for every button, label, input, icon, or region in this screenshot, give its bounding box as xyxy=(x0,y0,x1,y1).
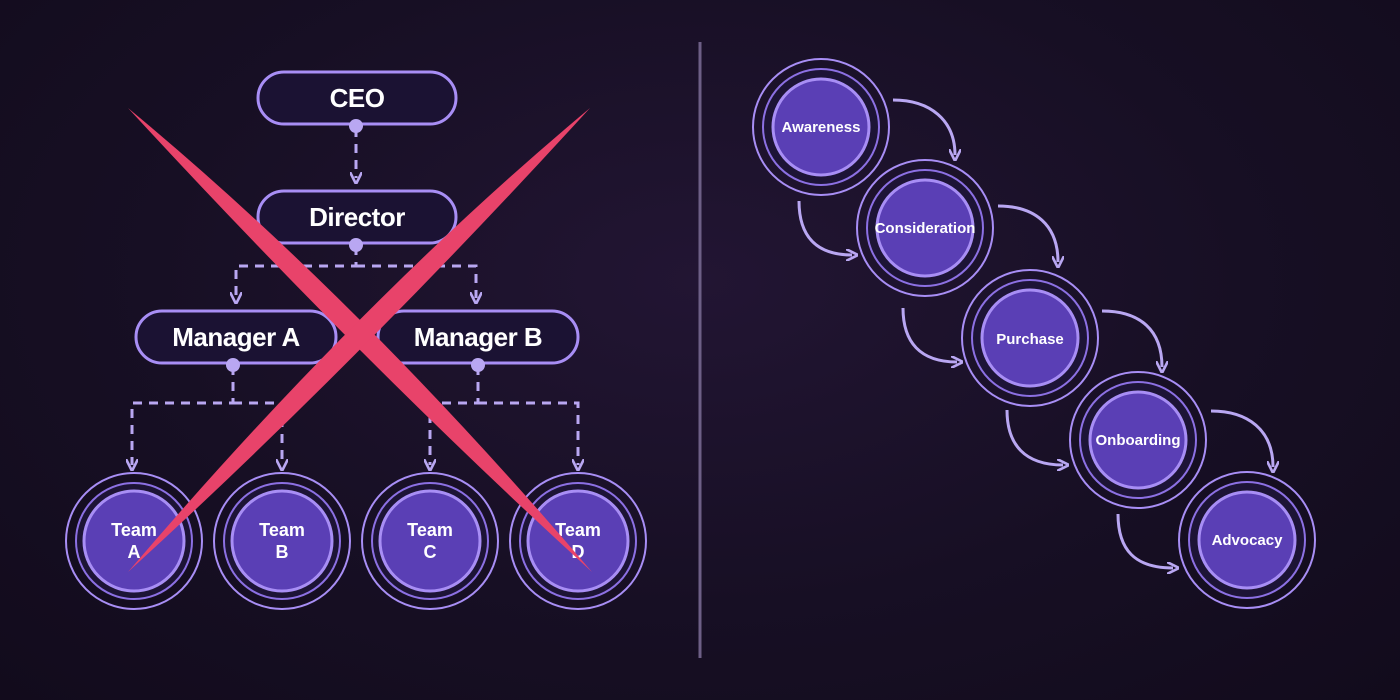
stage-label-advocacy: Advocacy xyxy=(1212,532,1284,549)
manager-b-box: Manager B xyxy=(376,309,580,372)
director-box: Director xyxy=(256,189,458,252)
ceo-connector-dot xyxy=(349,119,363,133)
team-c-node: Team C xyxy=(361,472,499,610)
team-d-node: Team D xyxy=(509,472,647,610)
director-connector-dot xyxy=(349,238,363,252)
ceo-label: CEO xyxy=(330,83,385,113)
team-c-label-line1: Team xyxy=(407,520,453,540)
stage-label-awareness: Awareness xyxy=(782,119,861,136)
manager-a-box: Manager A xyxy=(134,309,338,372)
manager-b-label: Manager B xyxy=(414,322,542,352)
stage-label-purchase: Purchase xyxy=(996,331,1064,348)
team-b-label-line1: Team xyxy=(259,520,305,540)
team-a-node: Team A xyxy=(65,472,203,610)
org-chart: CEO Director Manager A Manager B Team A xyxy=(65,70,647,610)
manager-b-connector-dot xyxy=(471,358,485,372)
stage-label-consideration: Consideration xyxy=(875,220,976,237)
journey-node-consideration: Consideration xyxy=(856,159,994,297)
director-label: Director xyxy=(309,202,405,232)
journey-node-purchase: Purchase xyxy=(961,269,1099,407)
team-d-label-line1: Team xyxy=(555,520,601,540)
team-a-label-line2: A xyxy=(128,542,141,562)
ceo-box: CEO xyxy=(256,70,458,133)
team-c-label-line2: C xyxy=(424,542,437,562)
team-d-label-line2: D xyxy=(572,542,585,562)
journey-flow: Awareness Consideration Purchase Onboard… xyxy=(752,58,1316,609)
team-b-label-line2: B xyxy=(276,542,289,562)
stage-label-onboarding: Onboarding xyxy=(1096,432,1181,449)
journey-node-awareness: Awareness xyxy=(752,58,890,196)
team-b-node: Team B xyxy=(213,472,351,610)
manager-a-label: Manager A xyxy=(172,322,300,352)
journey-arrows xyxy=(797,98,1273,568)
journey-node-advocacy: Advocacy xyxy=(1178,471,1316,609)
manager-a-connector-dot xyxy=(226,358,240,372)
journey-node-onboarding: Onboarding xyxy=(1069,371,1207,509)
cross-out-x-icon xyxy=(128,108,592,572)
team-a-label-line1: Team xyxy=(111,520,157,540)
